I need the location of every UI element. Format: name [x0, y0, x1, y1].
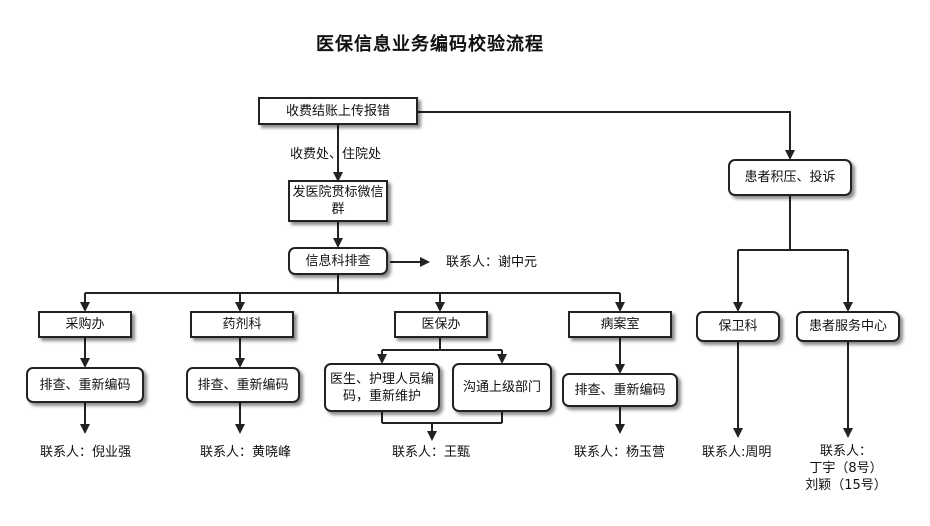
node-info-dept: 信息科排查	[288, 247, 388, 275]
node-staff-recode: 医生、护理人员编码，重新维护	[324, 363, 440, 412]
label-contact-procurement: 联系人：倪业强	[40, 445, 132, 460]
label-contact-service: 联系人： 丁宇（8号） 刘颖（15号）	[798, 443, 894, 494]
node-pharmacy: 药剂科	[190, 311, 294, 338]
node-pharm-recode: 排查、重新编码	[186, 367, 300, 403]
node-upload-error: 收费结账上传报错	[258, 97, 418, 125]
node-wechat-group: 发医院贯标微信群	[288, 180, 388, 222]
node-records-recode: 排查、重新编码	[562, 373, 678, 407]
page-title: 医保信息业务编码校验流程	[316, 34, 544, 55]
label-cashier: 收费处、住院处	[290, 147, 382, 162]
label-contact-pharmacy: 联系人：黄晓峰	[200, 445, 292, 460]
node-contact-superior: 沟通上级部门	[452, 363, 552, 412]
label-contact-service-person2: 刘颖（15号）	[805, 478, 887, 493]
label-contact-info: 联系人：谢中元	[446, 255, 538, 270]
node-patient-backlog: 患者积压、投诉	[728, 159, 852, 196]
label-contact-insurance: 联系人：王甄	[392, 445, 471, 460]
node-proc-recode: 排查、重新编码	[26, 367, 144, 403]
node-insurance-office: 医保办	[394, 311, 488, 338]
label-contact-service-heading: 联系人：	[819, 444, 872, 459]
node-procurement: 采购办	[38, 311, 132, 338]
label-contact-service-person1: 丁宇（8号）	[809, 461, 883, 476]
label-contact-security: 联系人:周明	[702, 445, 772, 460]
node-medical-records: 病案室	[568, 311, 672, 338]
node-security: 保卫科	[696, 311, 780, 342]
node-patient-service: 患者服务中心	[796, 311, 900, 342]
label-contact-records: 联系人：杨玉营	[574, 445, 666, 460]
arrow-upload-to-backlog	[418, 111, 795, 160]
